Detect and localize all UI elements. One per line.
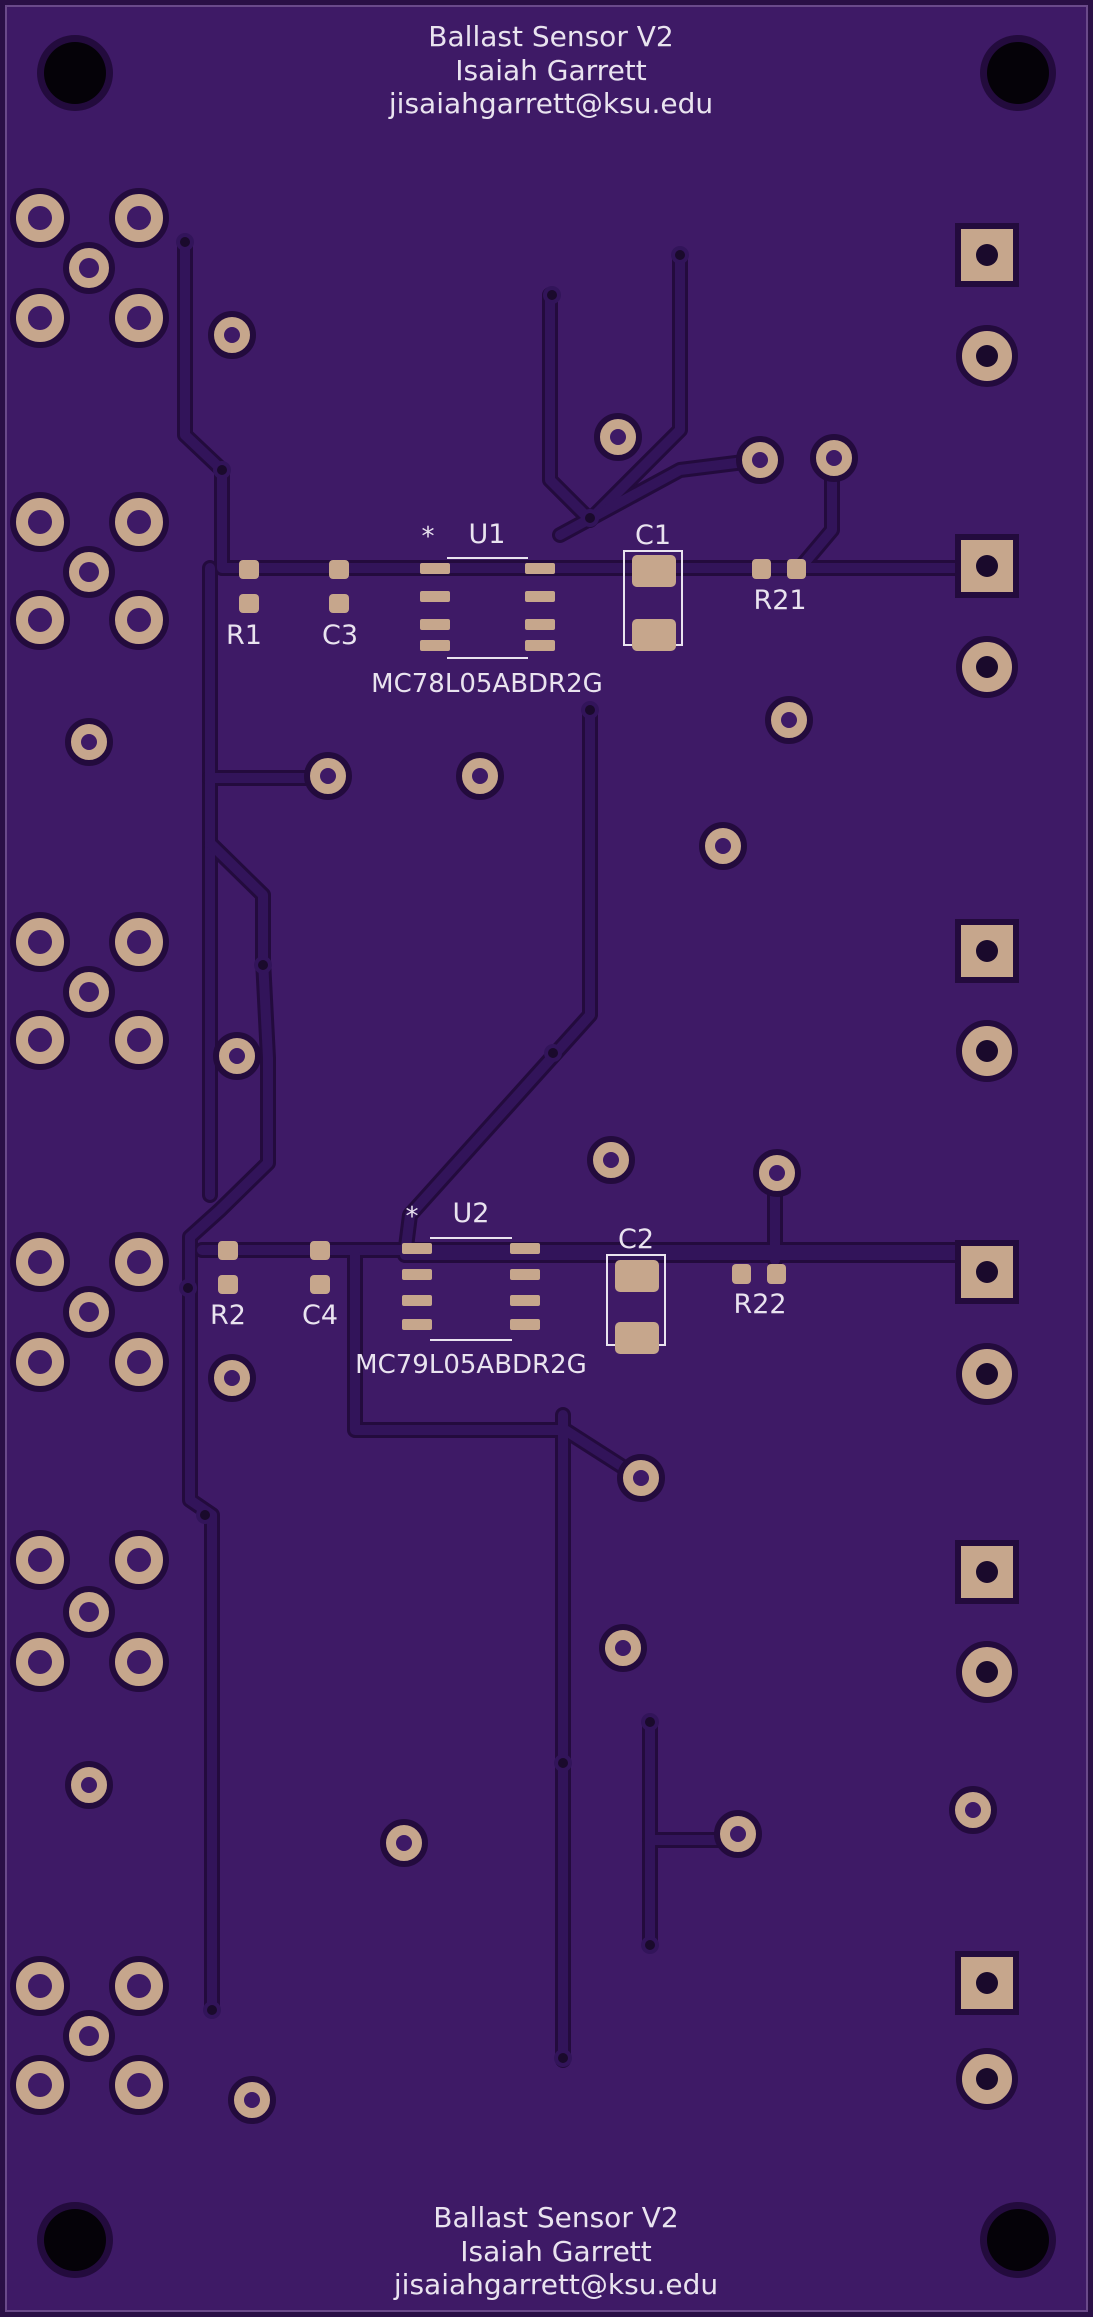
u1-reference: U1 (469, 519, 506, 550)
r22-label: R22 (733, 1289, 786, 1320)
via (554, 1754, 572, 1772)
via (641, 1713, 659, 1731)
via (581, 509, 599, 527)
via (179, 1279, 197, 1297)
via (671, 246, 689, 264)
via (213, 461, 231, 479)
via (254, 956, 272, 974)
u1-pin1-marker: * (422, 522, 435, 552)
resistor-r2: R2 (210, 1241, 246, 1331)
footer-silkscreen: Ballast Sensor V2 Isaiah Garrett jisaiah… (393, 2201, 718, 2301)
r1-label: R1 (226, 620, 262, 651)
c1-label: C1 (635, 520, 671, 551)
mounting-hole (44, 42, 106, 104)
u1-value: MC78L05ABDR2G (371, 669, 603, 699)
mounting-hole (987, 2209, 1049, 2271)
via (581, 701, 599, 719)
r2-label: R2 (210, 1300, 246, 1331)
vias (176, 233, 689, 2067)
test-point-pads (65, 311, 997, 2124)
u1-regulator: * U1 MC78L05ABDR2G (371, 519, 603, 699)
via (203, 2001, 221, 2019)
u2-regulator: * U2 MC79L05ABDR2G (355, 1198, 587, 1380)
via (543, 286, 561, 304)
via (554, 2049, 572, 2067)
right-connector-pads (955, 223, 1019, 2110)
left-connector-pads (10, 188, 169, 2115)
u2-reference: U2 (453, 1198, 490, 1229)
u2-pin1-marker: * (406, 1202, 419, 1232)
resistor-r21: R21 (752, 559, 807, 616)
via (544, 1044, 562, 1062)
mounting-hole (44, 2209, 106, 2271)
capacitor-c1: C1 (623, 520, 683, 651)
footer-title: Ballast Sensor V2 (433, 2201, 678, 2234)
capacitor-c2: C2 (606, 1224, 666, 1354)
mounting-holes (37, 35, 1056, 2278)
header-title: Ballast Sensor V2 (428, 20, 673, 53)
via (176, 233, 194, 251)
mounting-hole (987, 42, 1049, 104)
header-silkscreen: Ballast Sensor V2 Isaiah Garrett jisaiah… (388, 20, 713, 120)
via (196, 1506, 214, 1524)
c2-label: C2 (618, 1224, 654, 1255)
r21-label: R21 (753, 585, 806, 616)
footer-author: Isaiah Garrett (460, 2235, 652, 2268)
c3-label: C3 (322, 620, 358, 651)
u2-value: MC79L05ABDR2G (355, 1350, 587, 1380)
square-pad (955, 1540, 1019, 1604)
footer-email: jisaiahgarrett@ksu.edu (393, 2268, 718, 2301)
header-email: jisaiahgarrett@ksu.edu (388, 87, 713, 120)
header-author: Isaiah Garrett (455, 54, 647, 87)
capacitor-c3: C3 (322, 560, 358, 651)
c4-label: C4 (302, 1300, 338, 1331)
resistor-r1: R1 (226, 560, 262, 651)
capacitor-c4: C4 (302, 1241, 338, 1331)
via (641, 1936, 659, 1954)
resistor-r22: R22 (732, 1264, 787, 1320)
